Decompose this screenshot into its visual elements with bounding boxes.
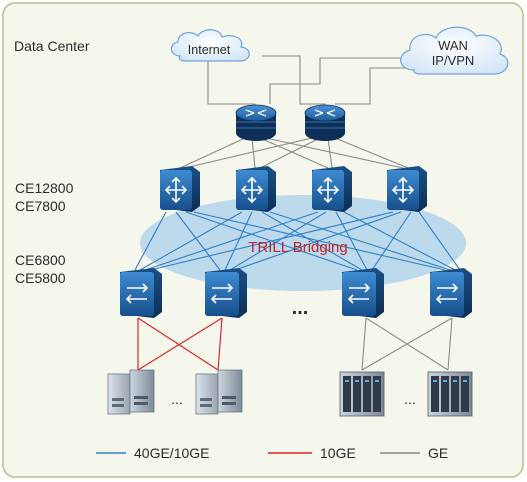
wan-label: WAN xyxy=(438,38,468,53)
core-layer-label-2: CE7800 xyxy=(15,198,66,214)
blade-server-ellipsis: ... xyxy=(404,391,416,407)
access-switch-ellipsis: ... xyxy=(292,297,309,319)
access-switch-3 xyxy=(342,268,384,318)
access-switch-arrows-icon xyxy=(125,283,149,304)
core-switch-arrows-icon xyxy=(240,176,264,204)
access-layer-label-1: CE6800 xyxy=(15,252,66,268)
server-links-10ge xyxy=(137,317,223,371)
wan-cloud: WAN IP/VPN xyxy=(400,26,509,75)
core-switch-arrows-icon xyxy=(164,176,188,204)
blade-server-group-2 xyxy=(427,371,473,417)
ipvpn-label: IP/VPN xyxy=(432,53,475,68)
core-switch-4 xyxy=(387,166,427,212)
router-arrows-icon xyxy=(245,109,267,117)
rack-server-ellipsis: ... xyxy=(171,391,183,407)
trill-bridging-label: TRILL Bridging xyxy=(248,239,348,256)
router-left xyxy=(235,104,277,141)
fabric-links-40ge xyxy=(134,211,461,271)
rack-server-group-2 xyxy=(195,369,243,415)
server-links-ge xyxy=(361,317,453,371)
blade-server-group-1 xyxy=(339,371,385,417)
access-switch-arrows-icon xyxy=(210,283,234,304)
core-switch-2 xyxy=(236,166,276,212)
access-switch-arrows-icon xyxy=(347,283,371,304)
rack-server-group-1 xyxy=(107,369,155,415)
legend-label-ge: GE xyxy=(428,445,448,461)
access-switch-2 xyxy=(205,268,247,318)
access-switch-arrows-icon xyxy=(435,283,459,304)
internet-cloud: Internet xyxy=(170,29,250,62)
access-switch-1 xyxy=(120,268,162,318)
legend: 40GE/10GE 10GE GE xyxy=(96,445,448,461)
router-arrows-icon xyxy=(314,109,336,117)
legend-label-40ge: 40GE/10GE xyxy=(134,445,210,461)
access-switch-4 xyxy=(430,268,472,318)
trill-fabric-ellipse xyxy=(140,195,466,291)
router-right xyxy=(304,104,346,141)
area-title: Data Center xyxy=(14,38,90,54)
legend-label-10ge: 10GE xyxy=(320,445,356,461)
core-switch-arrows-icon xyxy=(391,176,415,204)
access-layer-label-2: CE5800 xyxy=(15,270,66,286)
core-layer-label-1: CE12800 xyxy=(15,180,74,196)
router-core-links xyxy=(179,137,409,169)
core-switch-arrows-icon xyxy=(316,176,340,204)
core-switch-3 xyxy=(312,166,352,212)
core-switch-1 xyxy=(160,166,200,212)
internet-label: Internet xyxy=(188,43,231,57)
